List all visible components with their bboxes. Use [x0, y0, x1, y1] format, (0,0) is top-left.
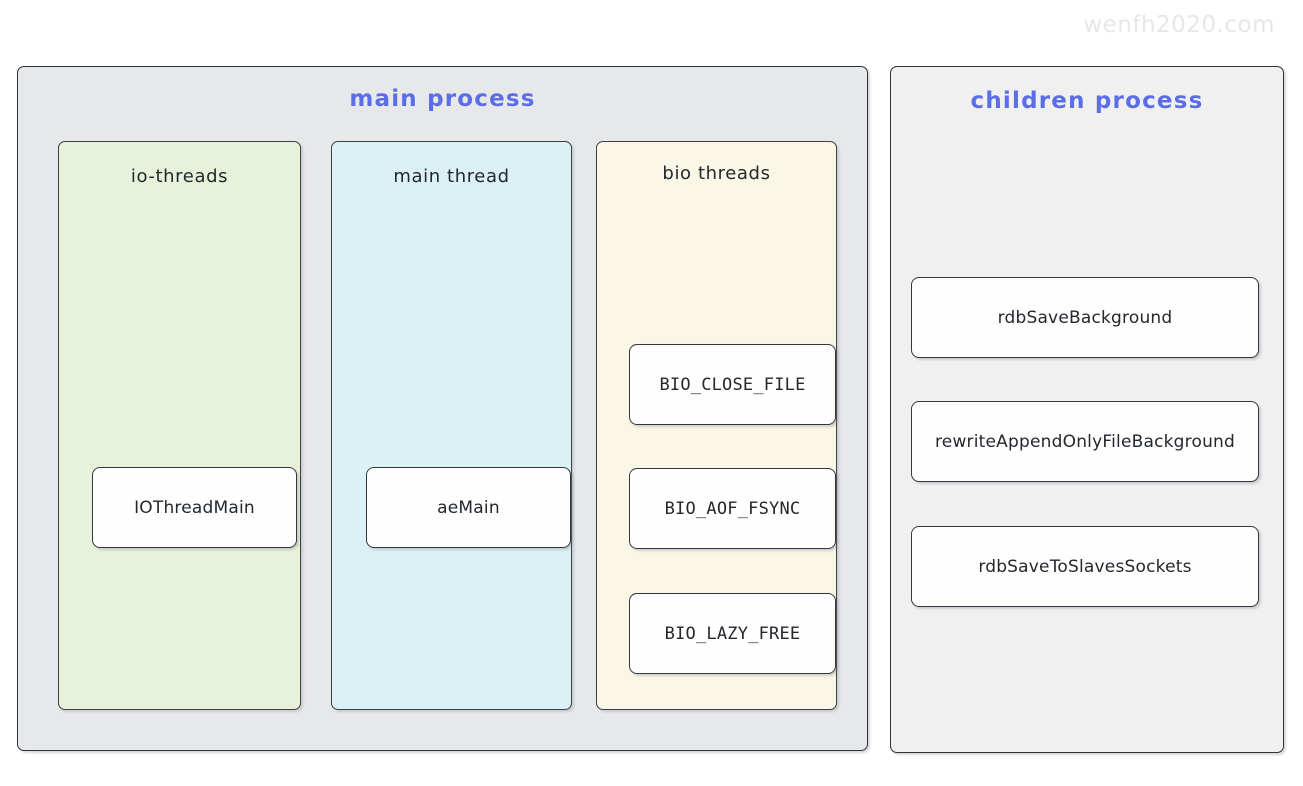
node-rewriteappendonlyfilebackground[interactable]: rewriteAppendOnlyFileBackground: [911, 401, 1259, 482]
main-process-title: main process: [349, 86, 536, 112]
node-rdbsavetoslavessockets[interactable]: rdbSaveToSlavesSockets: [911, 526, 1259, 607]
node-aemain[interactable]: aeMain: [366, 467, 571, 548]
node-bio-lazy-free[interactable]: BIO_LAZY_FREE: [629, 593, 836, 674]
io-threads-column: io-threads: [58, 141, 301, 710]
node-iothreadmain[interactable]: IOThreadMain: [92, 467, 297, 548]
main-thread-column: main thread: [331, 141, 572, 710]
main-process-container: main process io-threads main thread bio …: [17, 66, 868, 751]
main-thread-title: main thread: [393, 166, 510, 187]
node-bio-aof-fsync[interactable]: BIO_AOF_FSYNC: [629, 468, 836, 549]
children-process-title: children process: [970, 88, 1204, 114]
node-rdbsavebackground[interactable]: rdbSaveBackground: [911, 277, 1259, 358]
node-bio-close-file[interactable]: BIO_CLOSE_FILE: [629, 344, 836, 425]
watermark-text: wenfh2020.com: [1083, 12, 1275, 38]
bio-threads-title: bio threads: [662, 163, 771, 184]
io-threads-title: io-threads: [130, 166, 229, 187]
